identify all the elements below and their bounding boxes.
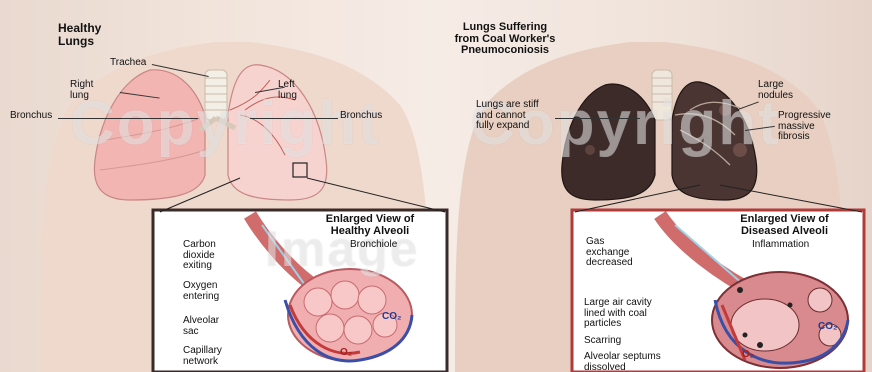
bronchus-label-right: Bronchus [340, 111, 382, 122]
gas-exchange-label: Gas exchange decreased [586, 237, 633, 269]
diseased-lungs-title: Lungs Suffering from Coal Worker's Pneum… [425, 22, 585, 57]
healthy-inset-title: Enlarged View of Healthy Alveoli [300, 214, 440, 237]
co2-symbol: CO₂ [382, 312, 401, 323]
trachea-label: Trachea [110, 58, 146, 69]
healthy-lungs-title: Healthy Lungs [58, 22, 101, 47]
o2-symbol-diseased: O₂ [742, 350, 754, 361]
oxygen-entering-label: Oxygen entering [183, 281, 219, 302]
scarring-label: Scarring [584, 336, 621, 347]
left-lung-label: Left lung [278, 80, 297, 101]
diseased-inset-title: Enlarged View of Diseased Alveoli [712, 214, 857, 237]
bronchiole-label: Bronchiole [350, 240, 397, 251]
large-nodules-label: Large nodules [758, 80, 793, 101]
lungs-stiff-label: Lungs are stiff and cannot fully expand [476, 100, 539, 132]
co2-symbol-diseased: CO₂ [818, 322, 837, 333]
watermark-line-1: Copyright [70, 88, 381, 159]
bronchus-label-left: Bronchus [10, 111, 52, 122]
alveolar-sac-label: Alveolar sac [183, 316, 219, 337]
capillary-network-label: Capillary network [183, 346, 222, 367]
inflammation-label: Inflammation [752, 240, 809, 251]
leader-line [58, 118, 198, 119]
right-lung-label: Right lung [70, 80, 93, 101]
fibrosis-label: Progressive massive fibrosis [778, 111, 831, 143]
o2-symbol: O₂ [340, 348, 352, 359]
air-cavity-label: Large air cavity lined with coal particl… [584, 298, 652, 330]
co2-exiting-label: Carbon dioxide exiting [183, 240, 216, 272]
leader-line [555, 118, 640, 119]
alveolar-septums-label: Alveolar septums dissolved [584, 352, 661, 372]
leader-line [250, 118, 338, 119]
